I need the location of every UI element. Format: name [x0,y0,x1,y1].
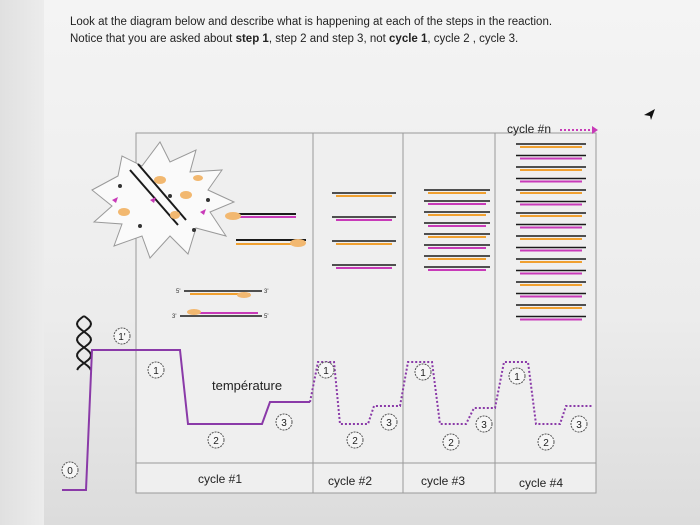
cycle-1-label: cycle #1 [198,472,242,486]
step-marker-label: 2 [213,436,219,447]
step-marker-label: 1 [153,366,159,377]
step-marker-label: 2 [543,438,549,449]
step-marker [207,431,225,449]
burst-content [112,163,210,232]
step-marker [147,361,165,379]
temperature-profile [62,349,310,491]
step-marker-label: 1 [323,366,329,377]
step-marker-label: 3 [481,420,487,431]
step-marker [475,415,493,433]
question-prompt: Look at the diagram below and describe w… [70,14,630,48]
screen-edge [0,0,44,525]
step-markers: 1' 0 1 2 3 1 2 3 1 2 3 1 2 3 [61,327,588,479]
step-marker [508,367,526,385]
denaturation-burst [91,141,236,259]
temperature-label: température [212,378,282,393]
step-marker-label: 3 [281,418,287,429]
svg-text:5': 5' [264,314,268,320]
step-marker-label: 0 [67,466,73,477]
prompt-line-2: Notice that you are asked about step 1, … [70,33,519,45]
step-marker [537,433,555,451]
svg-text:3': 3' [172,314,176,320]
step-marker-label: 1 [514,372,520,383]
svg-text:3': 3' [264,289,268,295]
cycle-2-label: cycle #2 [328,474,372,488]
cycle1-strands: 5' 3' 3' 5' [172,212,306,320]
cycle-n-label: cycle #n [507,122,551,136]
mouse-cursor-icon [644,109,655,120]
step-marker [414,363,432,381]
step-marker-label: 2 [352,436,358,447]
cycle-4-label: cycle #4 [519,476,563,490]
step-marker-label: 3 [576,420,582,431]
dna-helix-icon [75,315,93,371]
svg-text:5': 5' [176,289,180,295]
step-marker-label: 3 [386,418,392,429]
cycle2-strands [332,192,396,269]
cycle-n-arrowhead [592,126,598,134]
prompt-line-1: Look at the diagram below and describe w… [70,16,553,28]
step-marker [61,461,79,479]
step-marker [570,415,588,433]
step-marker [346,431,364,449]
step-marker [380,413,398,431]
step-marker-label: 1 [420,368,426,379]
step-marker [317,361,335,379]
step-marker [113,327,131,345]
cycle4-strands [516,143,586,321]
step-marker [275,413,293,431]
cycle3-strands [424,189,490,271]
step-marker-label: 1' [118,332,126,343]
step-marker-label: 2 [448,438,454,449]
step-marker [442,433,460,451]
temperature-profile-dotted [309,361,592,425]
cycle-3-label: cycle #3 [421,474,465,488]
